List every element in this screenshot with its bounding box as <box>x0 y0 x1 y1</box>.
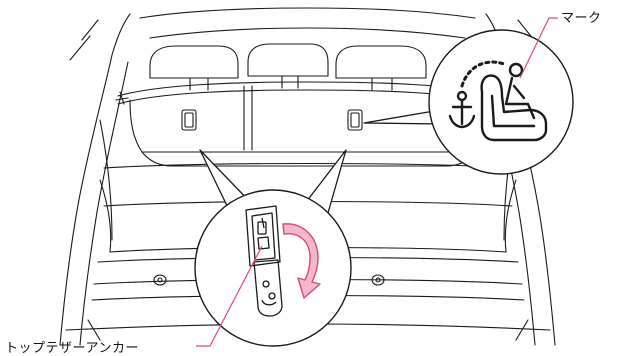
anchor-callout-circle <box>195 190 351 346</box>
mark-label: マーク <box>561 7 602 26</box>
top-tether-anchor-label: トップテザーアンカー <box>5 337 139 356</box>
top-tether-anchor-callout <box>195 150 351 346</box>
mark-callout-circle <box>429 30 573 174</box>
